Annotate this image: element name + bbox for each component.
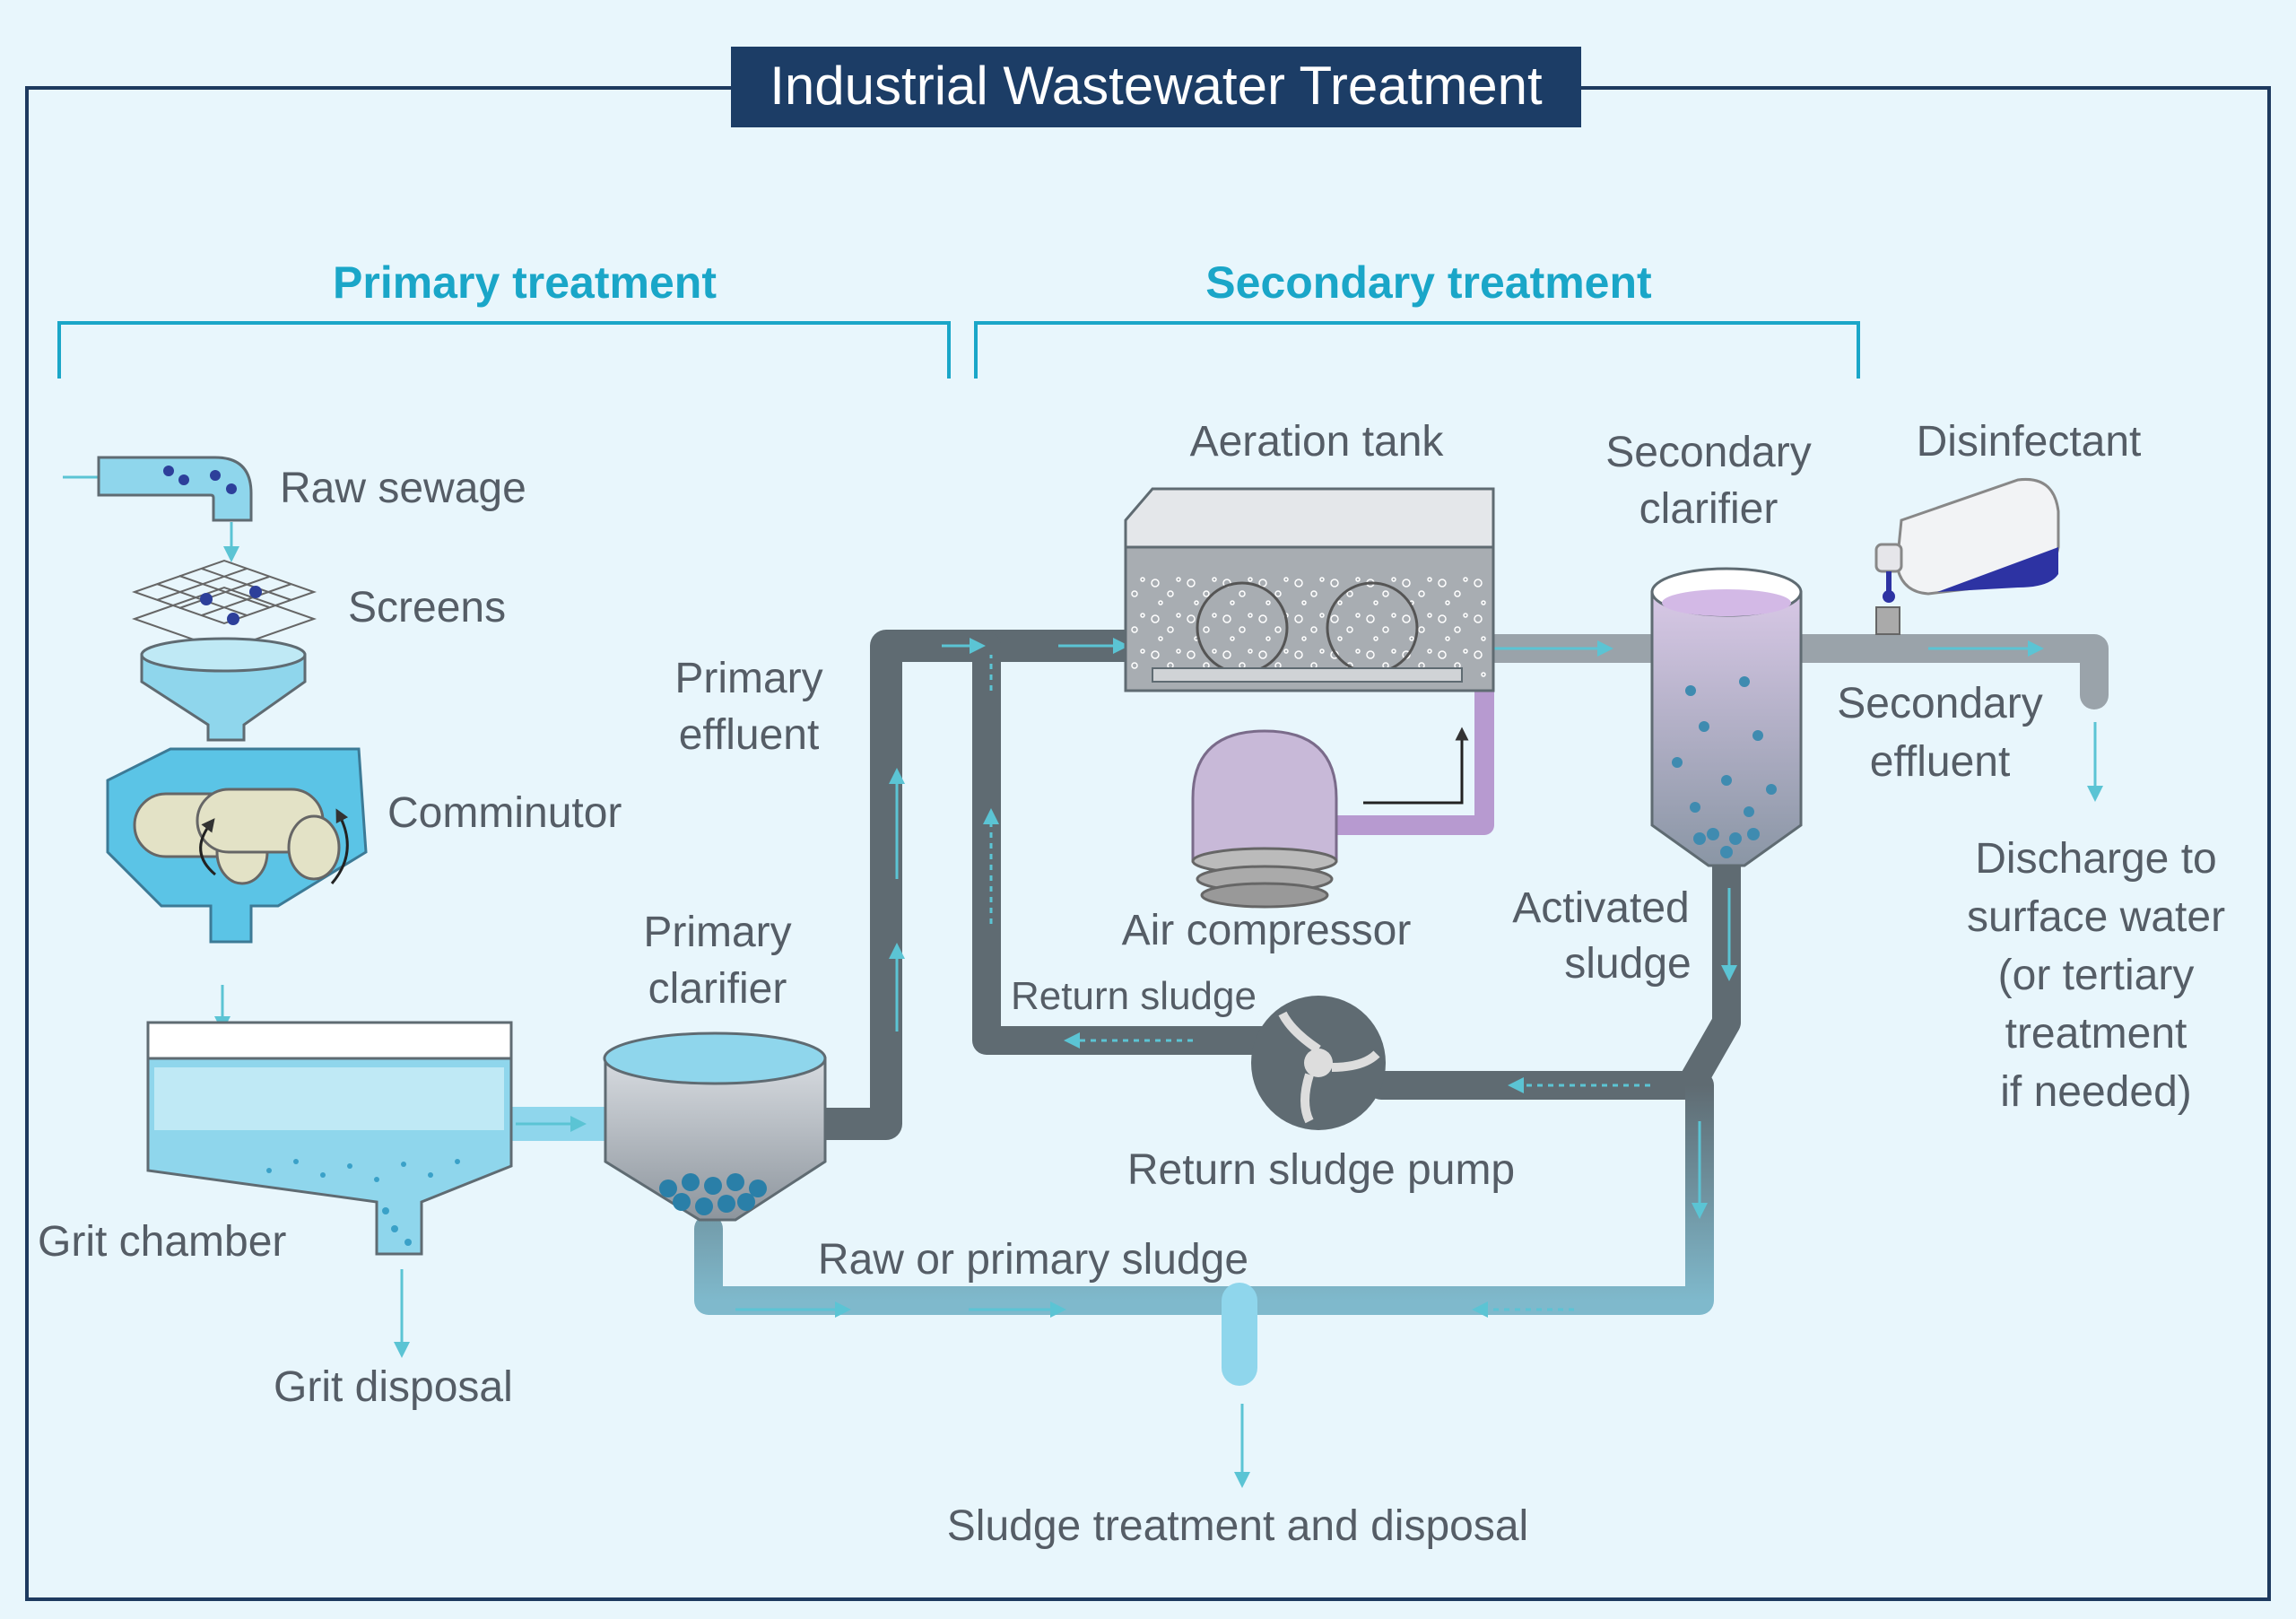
return-sludge-pump: [1251, 996, 1386, 1130]
air-compressor: [1191, 727, 1469, 909]
pipes: [485, 630, 2109, 1386]
label-secondary-effluent-2: effluent: [1870, 738, 2011, 786]
secondary-bracket: [974, 321, 1860, 379]
primary-effluent-pipe: [804, 630, 1142, 1140]
activated-sludge-pipe: [1367, 851, 1741, 1100]
label-discharge-5: if needed): [2000, 1068, 2192, 1116]
label-air-compressor: Air compressor: [1122, 907, 1412, 954]
aeration-tank: [1124, 487, 1495, 692]
raw-sewage-pipe: [97, 456, 253, 522]
primary-bracket: [57, 321, 951, 379]
screens: [131, 559, 317, 652]
label-return-sludge: Return sludge: [1011, 974, 1257, 1018]
label-return-sludge-pump: Return sludge pump: [1127, 1146, 1515, 1194]
label-raw-primary-sludge: Raw or primary sludge: [818, 1236, 1248, 1284]
label-secondary-clarifier-1: Secondary: [1605, 429, 1811, 476]
return-sludge-pipe: [972, 631, 1333, 1055]
label-disinfectant: Disinfectant: [1917, 418, 2142, 466]
grit-chamber: [146, 1021, 513, 1256]
label-discharge-1: Discharge to: [1975, 835, 2216, 883]
label-discharge-2: surface water: [1967, 893, 2225, 941]
label-grit-disposal: Grit disposal: [274, 1363, 513, 1411]
label-activated-sludge-1: Activated: [1512, 884, 1689, 932]
label-comminutor: Comminutor: [387, 789, 622, 837]
label-aeration-tank: Aeration tank: [1190, 418, 1445, 466]
label-raw-sewage: Raw sewage: [280, 465, 526, 512]
label-secondary-clarifier-2: clarifier: [1639, 485, 1779, 533]
label-primary-clarifier-2: clarifier: [648, 965, 787, 1013]
label-activated-sludge-2: sludge: [1564, 940, 1691, 988]
disinfectant-bottle: [1874, 477, 2060, 635]
section-primary-header: Primary treatment: [333, 257, 717, 308]
label-discharge-4: treatment: [2005, 1010, 2187, 1058]
label-discharge-3: (or tertiary: [1998, 952, 2195, 999]
label-primary-clarifier-1: Primary: [643, 909, 791, 956]
label-primary-effluent-1: Primary: [674, 655, 822, 702]
label-secondary-effluent-1: Secondary: [1837, 680, 2042, 727]
label-screens: Screens: [348, 584, 506, 631]
screens-funnel: [140, 637, 307, 742]
label-grit-chamber: Grit chamber: [38, 1218, 286, 1266]
label-sludge-treatment: Sludge treatment and disposal: [947, 1502, 1528, 1550]
title-banner: [731, 47, 1581, 127]
label-primary-effluent-2: effluent: [679, 711, 820, 759]
diagram-title: Industrial Wastewater Treatment: [770, 56, 1543, 116]
discharge-pipe: [1779, 634, 2109, 709]
section-secondary-header: Secondary treatment: [1205, 257, 1652, 308]
secondary-clarifier: [1650, 567, 1803, 867]
comminutor: [106, 747, 368, 944]
primary-clarifier: [603, 1031, 827, 1222]
